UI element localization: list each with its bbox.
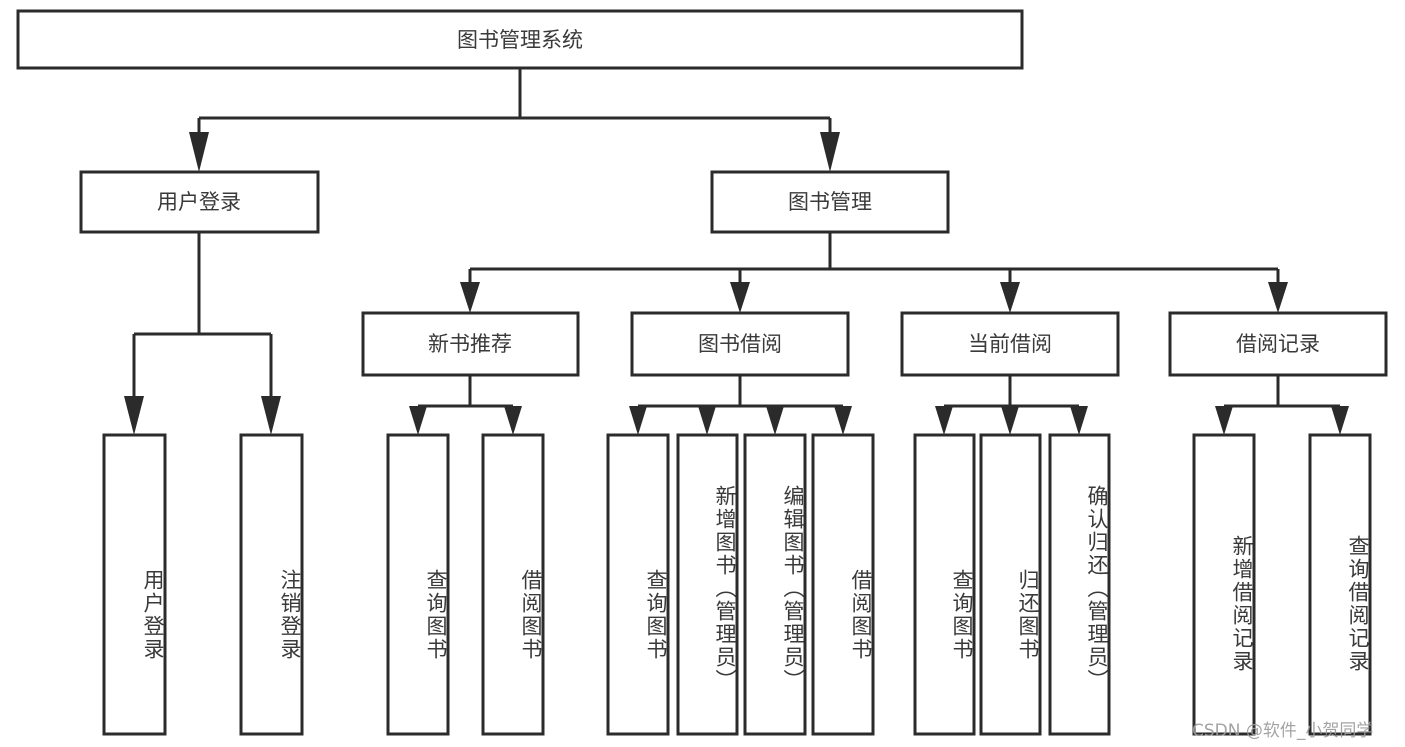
arrow-head-leaf-return-book [1001,406,1019,435]
arrow-head-leaf-edit-book [766,406,784,435]
node-borrow-record-box[interactable] [1168,311,1388,377]
node-book-manage-box[interactable] [710,170,950,234]
node-user-login-box[interactable] [79,170,320,234]
node-new-book-recommend-box[interactable] [361,311,580,377]
node-book-borrow-box[interactable] [630,311,850,377]
node-leaf-borrow-book-2-box[interactable] [811,433,875,736]
node-leaf-logout-box[interactable] [239,433,304,736]
arrow-head-user-login [189,132,209,172]
node-root[interactable]: 图书管理系统 [16,9,1024,70]
node-current-borrow-label: 当前借阅 [968,332,1052,356]
node-leaf-query-book-2-box[interactable] [606,433,670,736]
node-book-manage[interactable]: 图书管理 [710,170,950,234]
arrow-head-leaf-confirm-return [1070,406,1088,435]
arrow-head-book-manage [820,132,840,172]
arrow-head-leaf-logout [261,396,281,435]
node-root-label: 图书管理系统 [457,28,583,52]
node-root-box[interactable] [16,9,1024,70]
node-book-borrow-label: 图书借阅 [698,332,782,356]
arrow-head-leaf-borrow-book-1 [504,406,522,435]
node-book-borrow[interactable]: 图书借阅 [630,311,850,377]
arrow-head-leaf-query-book-1 [409,406,427,435]
node-leaf-add-record-box[interactable] [1192,433,1256,736]
node-leaf-query-record-box[interactable] [1308,433,1372,736]
node-user-login[interactable]: 用户登录 [79,170,320,234]
arrow-head-borrow-record [1268,282,1288,313]
node-leaf-user-login-box[interactable] [102,433,167,736]
node-leaf-confirm-return-box[interactable] [1048,433,1111,736]
node-book-manage-label: 图书管理 [788,190,872,214]
node-new-book-recommend-label: 新书推荐 [428,332,512,356]
node-leaf-add-book-box[interactable] [676,433,739,736]
arrow-head-leaf-query-book-3 [935,406,953,435]
node-leaf-return-book-box[interactable] [979,433,1042,736]
node-leaf-borrow-book-1-box[interactable] [481,433,545,736]
watermark-text: CSDN @软件_小贺同学 [1192,721,1374,741]
node-user-login-label: 用户登录 [157,190,241,214]
arrow-head-book-borrow [730,282,750,313]
arrow-head-new-book-recommend [460,282,480,313]
node-borrow-record[interactable]: 借阅记录 [1168,311,1388,377]
node-leaf-edit-book-box[interactable] [743,433,807,736]
node-current-borrow[interactable]: 当前借阅 [900,311,1120,377]
node-leaf-query-book-3-box[interactable] [913,433,976,736]
connector-layer [124,68,1349,435]
node-leaf-query-book-1-box[interactable] [386,433,450,736]
arrow-head-leaf-borrow-book-2 [834,406,852,435]
node-new-book-recommend[interactable]: 新书推荐 [361,311,580,377]
arrow-head-leaf-add-record [1215,406,1233,435]
arrow-head-leaf-user-login [124,396,144,435]
node-current-borrow-box[interactable] [900,311,1120,377]
node-borrow-record-label: 借阅记录 [1236,332,1320,356]
arrow-head-current-borrow [1000,282,1020,313]
arrow-head-leaf-add-book [698,406,716,435]
arrow-head-leaf-query-record [1331,406,1349,435]
arrow-head-leaf-query-book-2 [629,406,647,435]
